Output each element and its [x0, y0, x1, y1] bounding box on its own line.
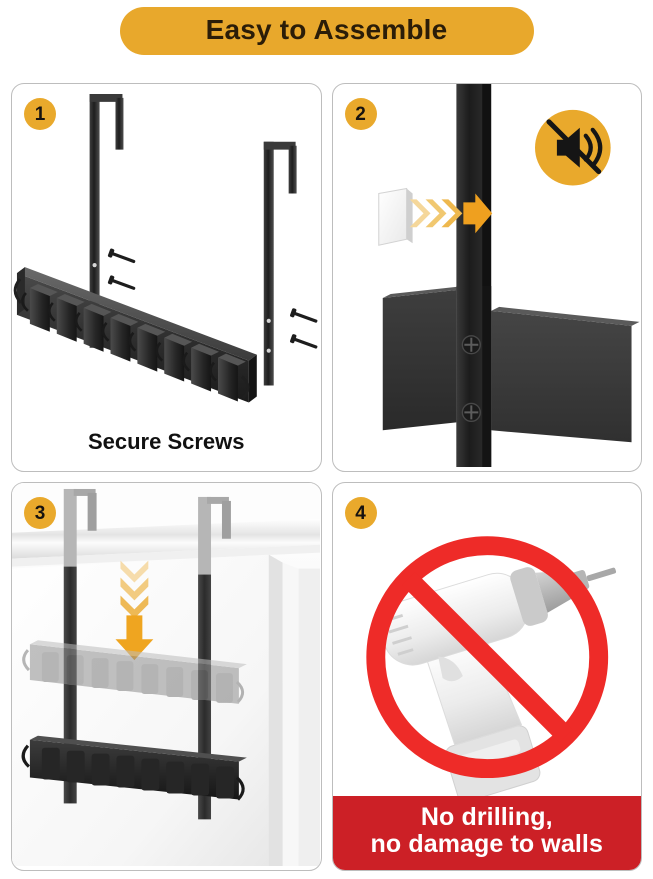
step-badge-1: 1	[24, 98, 56, 130]
screw-set-left	[107, 248, 136, 290]
step1-illustration	[13, 93, 318, 403]
step1-caption: Secure Screws	[87, 429, 245, 454]
header-pill: Easy to Assemble	[119, 7, 534, 56]
page-title: Easy to Assemble	[205, 14, 448, 45]
step-number-4: 4	[355, 502, 366, 524]
step-panel-4: 4	[331, 482, 642, 871]
slide-down-arrow-icon	[115, 560, 154, 661]
tool-rack-bar	[13, 267, 257, 403]
no-drill-banner: No drilling, no damage to walls	[332, 796, 641, 870]
header: Easy to Assemble	[0, 7, 653, 56]
ghost-rack	[22, 640, 247, 704]
step-badge-4: 4	[344, 497, 377, 529]
banner-line-2: no damage to walls	[370, 830, 603, 858]
no-noise-icon	[534, 109, 611, 186]
step4-illustration	[365, 536, 616, 803]
push-arrow-icon	[409, 193, 492, 234]
hanger-bracket-left	[89, 93, 124, 348]
step-number-1: 1	[34, 103, 46, 125]
installed-rack	[21, 735, 247, 801]
rack-bar-body	[382, 286, 639, 443]
step-number-3: 3	[34, 502, 46, 524]
step-panel-2: 2	[331, 83, 642, 472]
banner-line-1: No drilling,	[420, 803, 553, 831]
hanger-bracket-right	[263, 141, 297, 386]
step-number-2: 2	[355, 103, 366, 125]
steps-grid: 1	[11, 83, 642, 871]
fastening-screws	[461, 335, 481, 423]
step-badge-3: 3	[24, 497, 56, 529]
step-panel-1: 1	[11, 83, 322, 472]
rack-clips	[21, 284, 246, 402]
step-panel-3: 3	[11, 482, 322, 871]
step2-illustration	[377, 84, 639, 468]
screw-set-right	[290, 308, 318, 349]
protective-pad	[377, 187, 413, 246]
step3-illustration	[12, 483, 321, 867]
prohibition-icon	[365, 536, 608, 779]
step-badge-2: 2	[344, 98, 377, 130]
